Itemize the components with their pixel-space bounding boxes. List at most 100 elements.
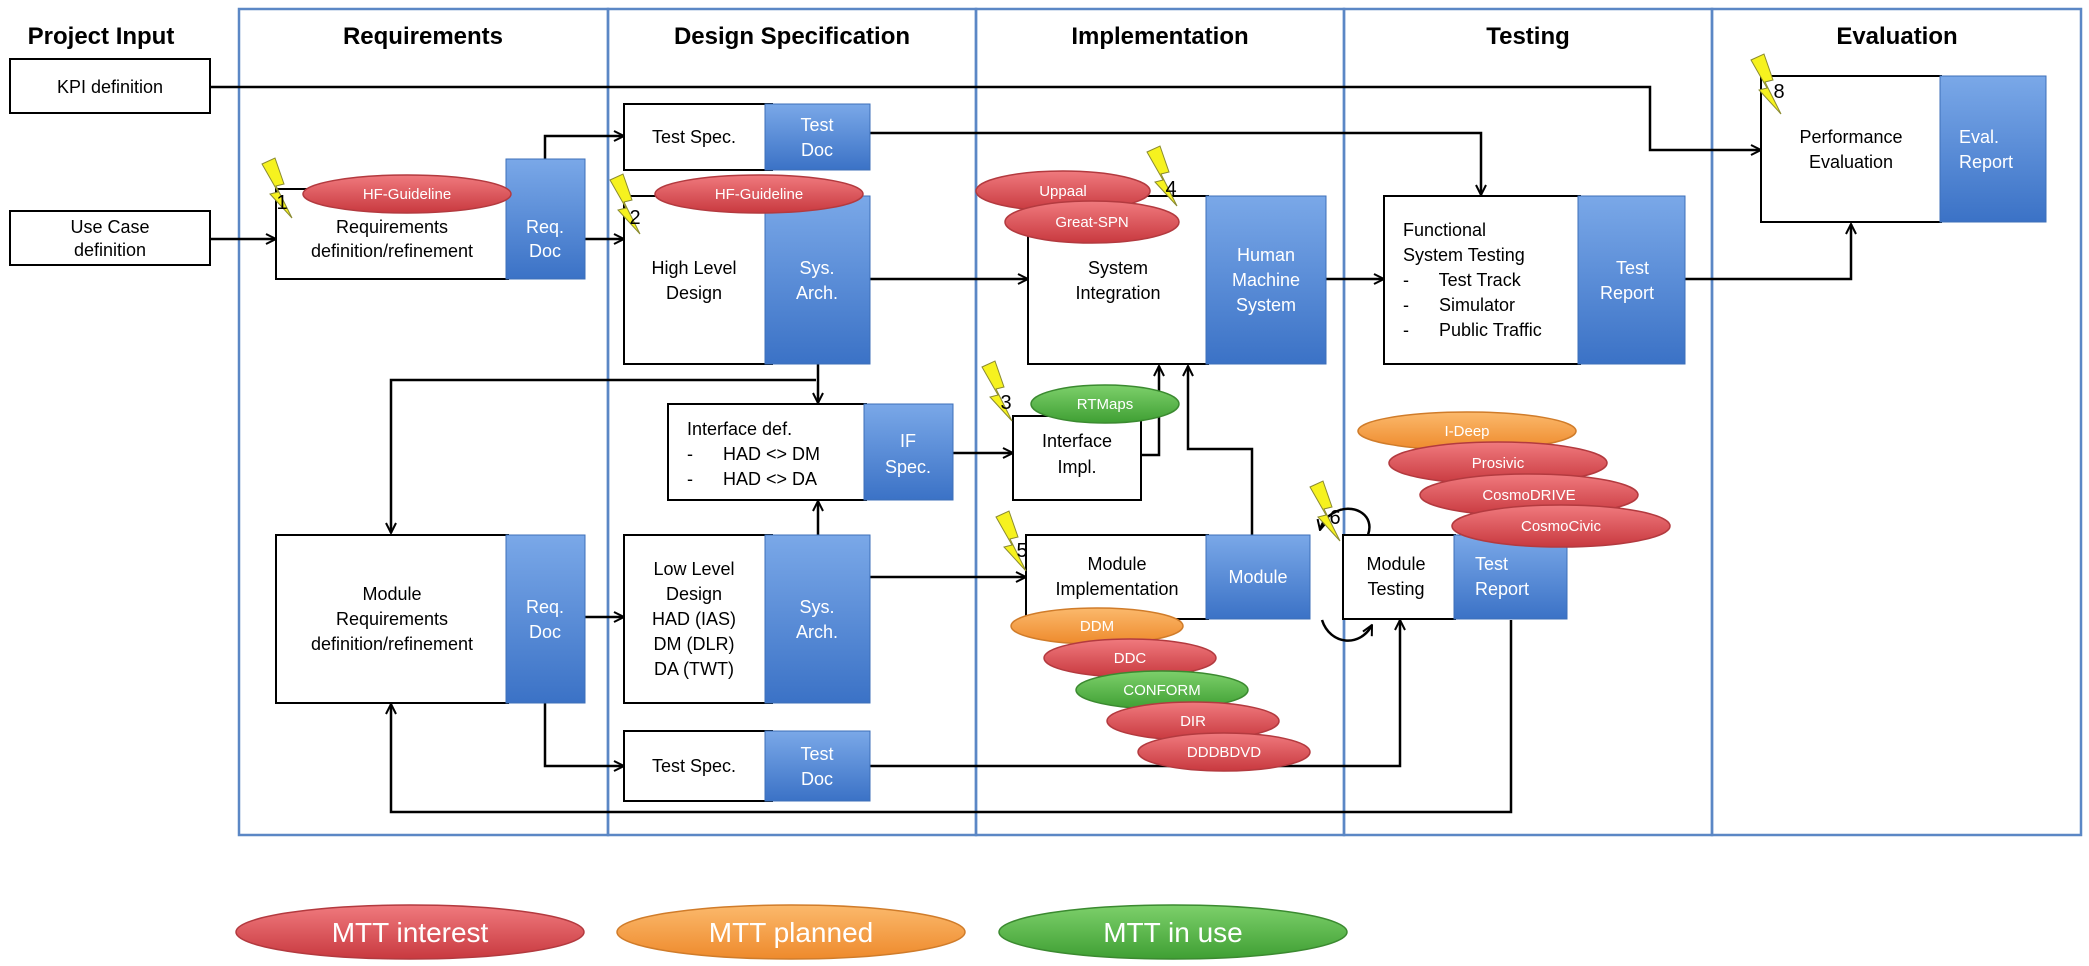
arrow-testdoc-to-functest xyxy=(870,131,1481,195)
header-implementation: Implementation xyxy=(1071,23,1248,50)
hms-box xyxy=(1205,195,1327,365)
tool-dddbdvd-label: DDDBDVD xyxy=(1187,744,1261,761)
header-testing: Testing xyxy=(1486,23,1570,50)
module-testing-label-2: Testing xyxy=(1367,579,1424,599)
tool-rtmaps-label: RTMaps xyxy=(1077,396,1133,413)
hms-label-2: Machine xyxy=(1232,270,1300,290)
module-req-label-1: Module xyxy=(362,584,421,604)
marker-5: 5 xyxy=(1016,540,1027,562)
arrow-testreport-to-eval xyxy=(1685,224,1851,281)
module-box xyxy=(1205,534,1311,620)
interface-def-label-3: - HAD <> DA xyxy=(687,469,817,489)
module-impl-box xyxy=(1025,534,1209,620)
if-spec-box xyxy=(863,403,954,501)
arrow-module-to-integration xyxy=(1188,366,1254,535)
legend-in-use-label: MTT in use xyxy=(1103,917,1243,948)
if-spec-label-1: IF xyxy=(900,431,916,451)
arrow-req-to-testspec xyxy=(543,136,624,159)
module-testing-box xyxy=(1342,534,1456,620)
tool-hf-guideline-2 xyxy=(654,174,864,214)
legend-in-use-swatch xyxy=(998,904,1348,960)
tool-ddc-label: DDC xyxy=(1114,650,1147,667)
module-req-doc-box xyxy=(505,534,586,704)
test-report-top-label-1: Test xyxy=(1616,258,1649,278)
lane-evaluation xyxy=(1710,7,2083,837)
hld-label-2: Design xyxy=(666,283,722,303)
module-req-box xyxy=(275,534,509,704)
marker-6: 6 xyxy=(1329,507,1340,529)
req-doc-box xyxy=(505,158,586,280)
lld-label-2: Design xyxy=(666,584,722,604)
test-doc-top-label-1: Test xyxy=(800,115,833,135)
perf-eval-label-1: Performance xyxy=(1799,127,1902,147)
tool-dddbdvd xyxy=(1137,732,1311,772)
connectors xyxy=(210,85,1851,814)
marker-8: 8 xyxy=(1773,81,1784,103)
req-def-label-2: definition/refinement xyxy=(311,241,473,261)
tool-rtmaps xyxy=(1030,384,1180,424)
legend-planned-swatch xyxy=(616,904,966,960)
arrow-modulereq-to-testspec xyxy=(543,703,624,766)
use-case-label-2: definition xyxy=(74,240,146,260)
legend-interest-label: MTT interest xyxy=(332,917,489,948)
test-report-top-box xyxy=(1577,195,1686,365)
tool-conform-label: CONFORM xyxy=(1123,682,1201,699)
module-req-doc-label-1: Req. xyxy=(526,597,564,617)
eval-report-label-2: Report xyxy=(1959,152,2013,172)
hld-label-1: High Level xyxy=(651,258,736,278)
lightning-icon-8: 8 xyxy=(1750,53,1785,115)
lightning-icon-5: 5 xyxy=(995,510,1028,572)
eval-report-box xyxy=(1939,75,2047,223)
sys-arch-top-label-2: Arch. xyxy=(796,283,838,303)
lightning-markers: 1 2 3 4 5 6 8 xyxy=(261,53,1785,572)
test-doc-bottom-box xyxy=(764,730,871,802)
eval-report-label-1: Eval. xyxy=(1959,127,1999,147)
functional-testing-label-2: System Testing xyxy=(1403,245,1525,265)
sys-arch-bottom-box xyxy=(764,534,871,704)
tool-hf-guideline-1-label: HF-Guideline xyxy=(363,186,451,203)
loop-module-testing-top xyxy=(1320,507,1371,536)
if-spec-label-2: Spec. xyxy=(885,457,931,477)
interface-def-label-2: - HAD <> DM xyxy=(687,444,820,464)
tool-cosmocivic xyxy=(1451,504,1671,548)
lld-box xyxy=(623,534,773,704)
header-requirements: Requirements xyxy=(343,23,503,50)
module-impl-label-1: Module xyxy=(1087,554,1146,574)
lightning-icon-4: 4 xyxy=(1146,145,1178,207)
lightning-icon-1: 1 xyxy=(261,157,293,219)
arrow-kpi-to-eval xyxy=(210,85,1761,150)
loop-module-testing-bottom xyxy=(1320,619,1374,642)
lld-label-5: DA (TWT) xyxy=(654,659,734,679)
lanes xyxy=(237,7,2083,837)
lane-requirements xyxy=(237,7,610,837)
tool-cosmodrive-label: CosmoDRIVE xyxy=(1482,487,1575,504)
arrow-sysarch-to-modulereq xyxy=(391,378,816,533)
test-doc-bottom-label-2: Doc xyxy=(801,769,833,789)
marker-2: 2 xyxy=(629,207,640,229)
sys-arch-bottom-label-1: Sys. xyxy=(799,597,834,617)
sys-arch-top-box xyxy=(764,195,871,365)
sys-arch-top-label-1: Sys. xyxy=(799,258,834,278)
lightning-icon-2: 2 xyxy=(609,173,641,235)
lld-label-1: Low Level xyxy=(653,559,734,579)
lld-label-3: HAD (IAS) xyxy=(652,609,736,629)
module-req-doc-label-2: Doc xyxy=(529,622,561,642)
functional-testing-label-3: - Test Track xyxy=(1403,270,1522,290)
legend-planned-label: MTT planned xyxy=(709,917,873,948)
marker-1: 1 xyxy=(276,192,287,214)
lld-label-4: DM (DLR) xyxy=(654,634,735,654)
req-def-label-1: Requirements xyxy=(336,217,448,237)
arrow-testreport-to-modulereq xyxy=(391,620,1513,814)
test-report-module-label-2: Report xyxy=(1475,579,1529,599)
hms-label-1: Human xyxy=(1237,245,1295,265)
marker-4: 4 xyxy=(1165,178,1176,200)
tool-hf-guideline-2-label: HF-Guideline xyxy=(715,186,803,203)
functional-testing-label-5: - Public Traffic xyxy=(1403,320,1542,340)
interface-def-box xyxy=(667,403,867,501)
test-spec-bottom-box xyxy=(623,730,773,802)
header-project-input: Project Input xyxy=(28,23,175,50)
module-req-label-3: definition/refinement xyxy=(311,634,473,654)
use-case-label-1: Use Case xyxy=(70,217,149,237)
tool-i-deep-label: I-Deep xyxy=(1444,423,1489,440)
